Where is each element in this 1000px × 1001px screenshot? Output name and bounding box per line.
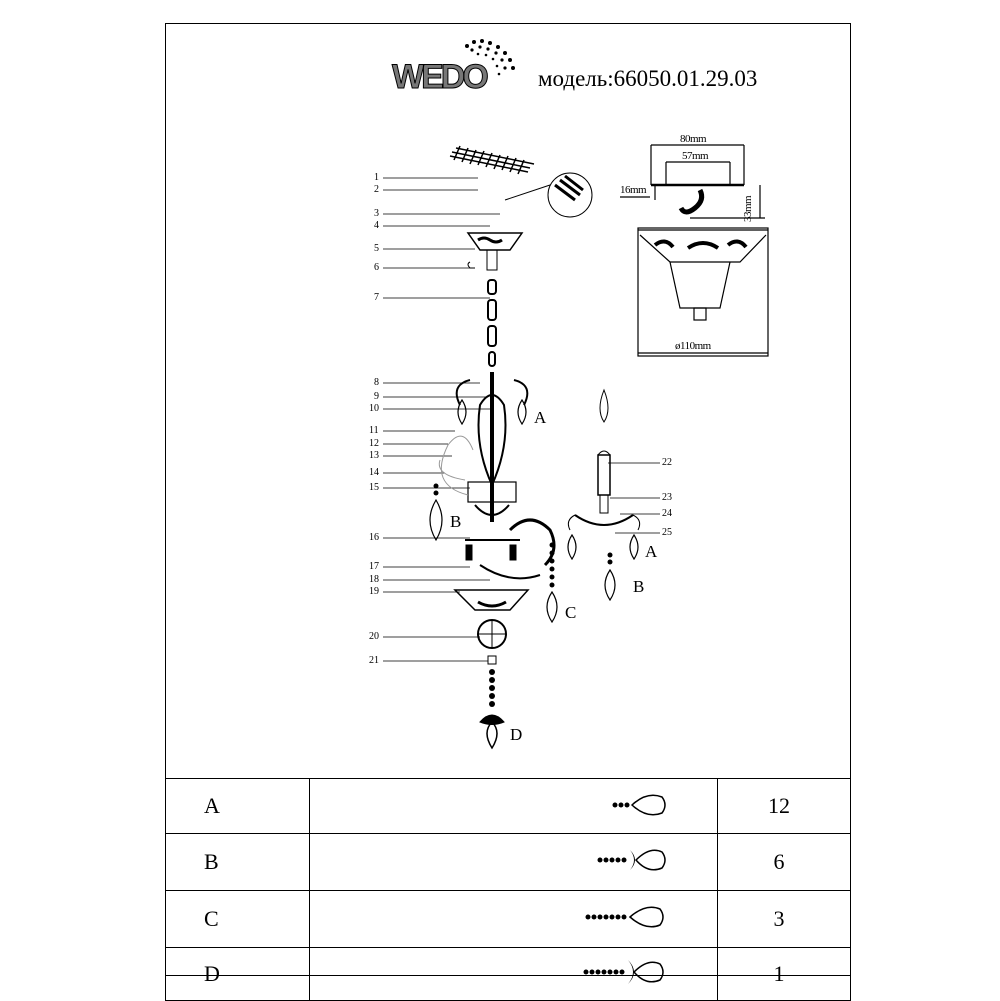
wedo-light-logo: WEDO: [392, 36, 532, 104]
crystal-letter: B: [450, 512, 462, 531]
crystal-quantity: 3: [717, 890, 851, 948]
crystal-letter: D: [510, 725, 523, 744]
part-label: 5: [374, 243, 379, 254]
center-column: [477, 394, 507, 488]
part-label: 10: [369, 403, 379, 414]
part-label: 2: [374, 184, 379, 195]
dim-side: 16mm: [620, 184, 647, 196]
crystal-quantity: 1: [717, 947, 851, 1001]
crystal-b-icon: [309, 833, 718, 891]
canopy: [466, 232, 524, 251]
ceiling-hatch: [449, 145, 535, 175]
part-label: 9: [374, 391, 379, 402]
part-label: 11: [369, 425, 379, 436]
table-row: A 12: [165, 778, 851, 834]
crystal-letter: A: [534, 408, 547, 427]
part-label: 20: [369, 631, 379, 642]
part-label: 14: [369, 467, 379, 478]
crystal-quantity: 12: [717, 778, 851, 834]
crystal-d-icon: [309, 947, 718, 1001]
chandelier-diagram: [383, 144, 769, 750]
crystals: [429, 398, 639, 624]
logo-wordmark: WEDO: [392, 58, 490, 97]
part-label: 1: [374, 172, 379, 183]
part-label: 19: [369, 586, 379, 597]
part-label: 15: [369, 482, 379, 493]
crystal-letter: C: [565, 603, 577, 622]
part-label: 3: [374, 208, 379, 219]
bowl: [453, 589, 530, 611]
crystal-a-icon: [309, 778, 718, 834]
dim-diameter: ø110mm: [675, 340, 711, 352]
part-label: 24: [662, 508, 672, 519]
part-label: 16: [369, 532, 379, 543]
dim-top-width: 80mm: [680, 133, 707, 145]
table-row: D 1: [165, 947, 851, 1001]
crystal-type: D: [165, 947, 310, 1001]
part-label: 13: [369, 450, 379, 461]
part-label: 6: [374, 262, 379, 273]
part-label: 21: [369, 655, 379, 666]
table-row: B 6: [165, 833, 851, 891]
crystal-type: C: [165, 890, 310, 948]
part-label: 23: [662, 492, 672, 503]
crystal-quantity: 6: [717, 833, 851, 891]
dim-height: 33mm: [742, 195, 754, 222]
table-row: C 3: [165, 890, 851, 948]
part-label: 12: [369, 438, 379, 449]
crystal-letter: A: [645, 542, 658, 561]
dim-inner-width: 57mm: [682, 150, 709, 162]
parts-table: A 12 B 6 C 3 D 1: [165, 778, 851, 1001]
part-label: 22: [662, 457, 672, 468]
part-label: 17: [369, 561, 379, 572]
crystal-c-icon: [309, 890, 718, 948]
part-label: 25: [662, 527, 672, 538]
wire-detail-circle: [547, 172, 593, 218]
part-label: 8: [374, 377, 379, 388]
part-label: 7: [374, 292, 379, 303]
crystal-type: A: [165, 778, 310, 834]
part-label: 18: [369, 574, 379, 585]
chain: [487, 279, 497, 367]
leader-lines: [383, 177, 660, 662]
model-number: модель:66050.01.29.03: [538, 66, 758, 91]
crystal-type: B: [165, 833, 310, 891]
canopy-dimension-drawing: [620, 144, 769, 357]
part-label: 4: [374, 220, 379, 231]
crystal-letter: B: [633, 577, 645, 596]
